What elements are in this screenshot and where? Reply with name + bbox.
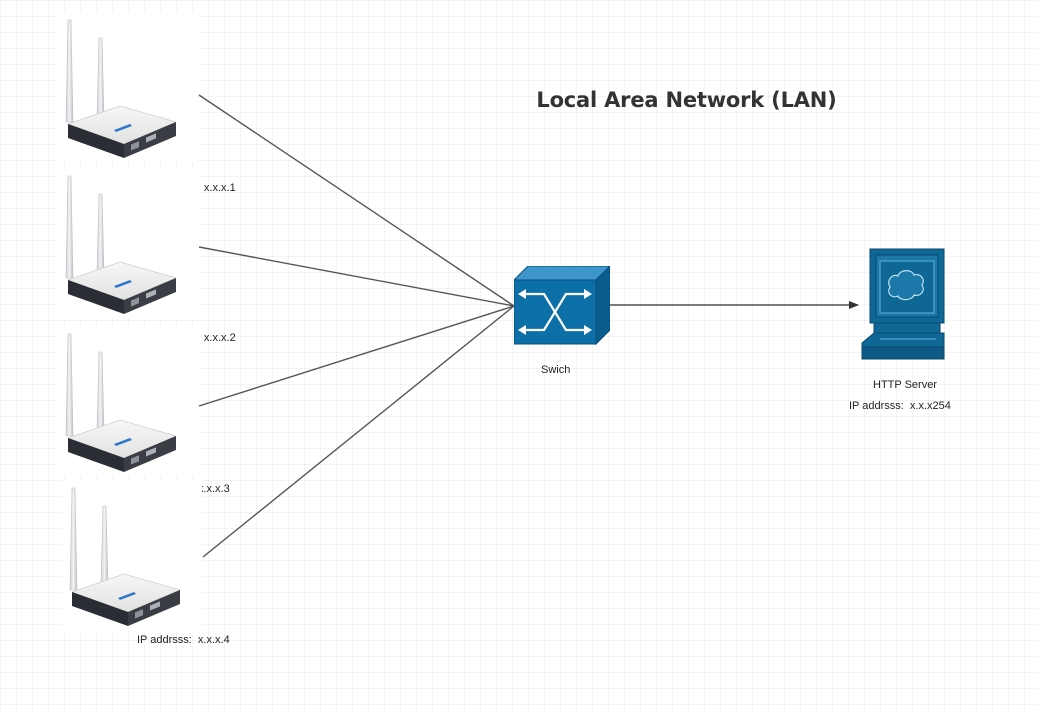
network-switch-icon: [512, 264, 612, 346]
link-router-1-switch: [198, 94, 515, 307]
server-name-label: HTTP Server: [873, 379, 937, 391]
wireless-router-icon: [65, 175, 178, 314]
link-router-2-switch: [198, 246, 515, 307]
link-router-4-switch: [202, 305, 515, 558]
wireless-router-icon: [65, 19, 178, 158]
diagram-title: Local Area Network (LAN): [536, 88, 837, 112]
wireless-router-icon: [69, 487, 182, 626]
server-computer-icon: [861, 248, 945, 360]
wireless-router-icon: [65, 333, 178, 472]
router-4[interactable]: [62, 480, 202, 630]
router-4-ip-label: IP addrsss: x.x.x.4: [137, 634, 230, 646]
server-ip-label: IP addrsss: x.x.x254: [849, 400, 951, 412]
router-1[interactable]: [58, 12, 198, 162]
http-server[interactable]: [860, 247, 946, 361]
link-router-3-switch: [198, 305, 515, 407]
router-2[interactable]: [58, 168, 198, 318]
network-switch[interactable]: [512, 264, 612, 346]
router-3[interactable]: [58, 326, 198, 476]
switch-label: Swich: [541, 364, 571, 376]
